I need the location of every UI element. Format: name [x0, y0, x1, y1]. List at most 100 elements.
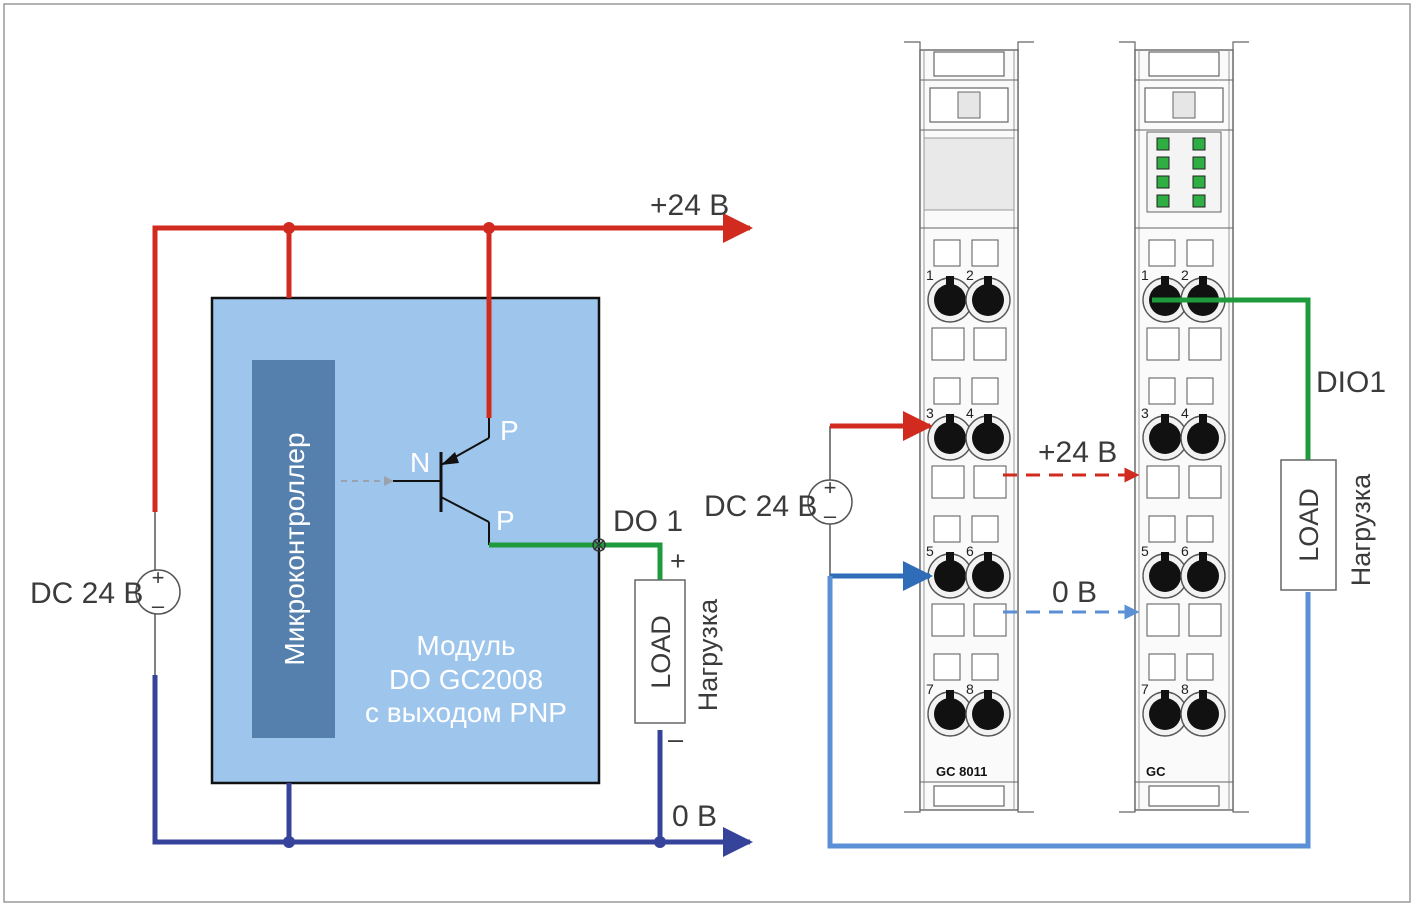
terminal-number: 2 [966, 267, 974, 283]
load-resistor-icon [634, 579, 686, 724]
led-indicator-icon [1192, 194, 1206, 208]
terminal-number: 5 [1141, 543, 1149, 559]
terminal-screw-slot [1199, 552, 1207, 562]
left-schematic: Микроконтроллер +24 В + – DC 24 В 0 В [30, 189, 753, 857]
terminal-number: 4 [966, 405, 974, 421]
terminal-release-slot [933, 239, 961, 267]
terminal-screw-slot [1199, 690, 1207, 700]
led-indicator-icon [1156, 175, 1170, 189]
led-indicator-icon [1156, 156, 1170, 170]
module-title-line-2: DO GC2008 [389, 664, 543, 695]
right-load-label: LOAD [1294, 488, 1324, 562]
terminal-number: 5 [926, 543, 934, 559]
terminal-pad [1188, 327, 1222, 361]
zero-rail-label: 0 В [672, 800, 717, 833]
module-release-button [1172, 91, 1196, 119]
output-label: DO 1 [613, 505, 683, 538]
terminal-pad [1188, 603, 1222, 637]
terminal-screw [1187, 698, 1219, 730]
terminal-screw-slot [946, 414, 954, 424]
terminal-pad [1146, 327, 1180, 361]
module-title-line-3: с выходом PNP [365, 697, 567, 728]
dio1-label: DIO1 [1316, 366, 1386, 399]
load-minus-sign: – [668, 724, 683, 754]
zero-junction-dot [654, 836, 666, 848]
terminal-screw-slot [984, 552, 992, 562]
zero-bridge-label: 0 В [1052, 576, 1097, 609]
terminal-number: 7 [926, 681, 934, 697]
led-indicator-icon [1156, 194, 1170, 208]
terminal-screw-slot [1161, 276, 1169, 286]
terminal-screw [972, 422, 1004, 454]
terminal-pad [931, 327, 965, 361]
module-label-area [923, 137, 1015, 211]
terminal-pad [973, 327, 1007, 361]
terminal-number: 8 [1181, 681, 1189, 697]
terminal-screw [1187, 560, 1219, 592]
terminal-screw-slot [946, 552, 954, 562]
load-resistor-icon [1280, 459, 1337, 591]
terminal-pad [973, 465, 1007, 499]
terminal-screw [1149, 698, 1181, 730]
terminal-pad [931, 465, 965, 499]
terminal-screw-slot [1161, 552, 1169, 562]
terminal-pad [931, 603, 965, 637]
terminal-number: 6 [1181, 543, 1189, 559]
terminal-pad [973, 603, 1007, 637]
terminal-number: 8 [966, 681, 974, 697]
load-label: LOAD [646, 615, 676, 689]
microcontroller-block [252, 360, 335, 738]
module-title-line-1: Модуль [416, 630, 515, 661]
terminal-number: 3 [926, 405, 934, 421]
output-signal-line [489, 542, 663, 580]
plus-rail-label: +24 В [650, 189, 729, 222]
terminal-release-slot [1148, 653, 1176, 681]
terminal-release-slot [1186, 515, 1214, 543]
terminal-release-slot [1186, 239, 1214, 267]
terminal-screw [934, 698, 966, 730]
terminal-screw [1187, 422, 1219, 454]
diagram-frame [3, 3, 1411, 903]
terminal-screw [972, 698, 1004, 730]
plus-bridge-label: +24 В [1038, 436, 1117, 469]
transistor-p-top-label: P [500, 415, 519, 446]
led-indicator-icon [1192, 175, 1206, 189]
right-load-caption: Нагрузка [1346, 473, 1376, 586]
led-indicator-icon [1192, 137, 1206, 151]
terminal-screw [972, 284, 1004, 316]
module-bottom-latch [933, 785, 1005, 807]
terminal-number: 2 [1181, 267, 1189, 283]
module-a-name: GC 8011 [936, 764, 987, 779]
terminal-number: 4 [1181, 405, 1189, 421]
load-caption: Нагрузка [693, 598, 723, 711]
terminal-release-slot [971, 377, 999, 405]
terminal-pad [1146, 603, 1180, 637]
terminal-pad [1146, 465, 1180, 499]
terminal-release-slot [1148, 377, 1176, 405]
right-source-minus: – [824, 503, 837, 528]
module-bottom-latch [1148, 785, 1220, 807]
terminal-screw [934, 284, 966, 316]
transistor-n-label: N [410, 447, 430, 478]
terminal-screw-slot [984, 276, 992, 286]
terminal-screw [1149, 560, 1181, 592]
module-b-name: GC [1146, 764, 1166, 779]
terminal-screw-slot [946, 690, 954, 700]
terminal-screw-slot [984, 690, 992, 700]
right-source-label: DC 24 В [704, 490, 817, 523]
terminal-release-slot [933, 515, 961, 543]
terminal-pad [1188, 465, 1222, 499]
terminal-screw-slot [1161, 414, 1169, 424]
module-top-latch [933, 51, 1005, 77]
terminal-number: 3 [1141, 405, 1149, 421]
dc-source-icon: + – [135, 565, 181, 618]
terminal-release-slot [971, 239, 999, 267]
terminal-number: 6 [966, 543, 974, 559]
terminal-screw-slot [1199, 276, 1207, 286]
dc-source-icon: + – [807, 475, 853, 528]
terminal-release-slot [1186, 653, 1214, 681]
